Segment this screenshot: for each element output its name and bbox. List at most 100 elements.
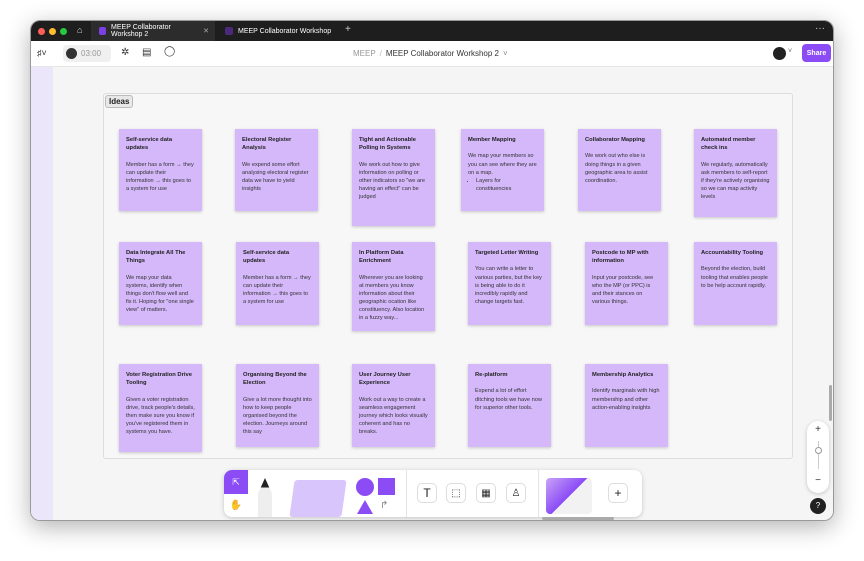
sticky-body: We expend some effort analysing electora… xyxy=(242,161,309,193)
timer-value: 03:00 xyxy=(81,49,102,58)
divider xyxy=(406,470,407,517)
templates-icon[interactable] xyxy=(546,478,592,514)
help-button[interactable]: ? xyxy=(810,498,826,514)
hand-tool[interactable]: ✋ xyxy=(229,500,243,511)
sticky-title: Postcode to MP with information xyxy=(592,250,649,265)
sticky-body: Expend a lot of effort ditching tools we… xyxy=(475,388,542,411)
sticky-title: Targeted Letter Writing xyxy=(475,250,539,256)
tab-label: MEEP Collaborator Workshop xyxy=(238,27,332,35)
sticky-body: Work out a way to create a seamless enga… xyxy=(359,396,428,436)
connector-icon: ↱ xyxy=(380,500,389,511)
sticky-note[interactable]: Automated member check ins We regularly, … xyxy=(694,129,777,217)
home-icon[interactable]: ⌂ xyxy=(77,25,83,35)
share-button[interactable]: Share xyxy=(802,44,831,62)
zoom-in-button[interactable]: + xyxy=(815,424,821,435)
tab-workshop[interactable]: MEEP Collaborator Workshop xyxy=(217,21,341,41)
breadcrumb-team[interactable]: MEEP xyxy=(353,49,376,58)
avatar[interactable] xyxy=(773,47,786,60)
breadcrumb: MEEP / MEEP Collaborator Workshop 2 ˅ xyxy=(353,49,508,58)
sticky-bullets: Layers for constituencies xyxy=(476,177,537,193)
sticky-title: User Journey User Experience xyxy=(359,372,411,387)
sticky-body: Wherever you are looking at members you … xyxy=(359,274,425,322)
sticky-body: Input your postcode, see who the MP (or … xyxy=(592,274,654,306)
sticky-body: Given a voter registration drive, track … xyxy=(126,396,195,436)
zoom-slider-handle[interactable] xyxy=(814,447,822,454)
square-shape-icon xyxy=(378,478,395,495)
sticky-body: Member has a form → they can update thei… xyxy=(126,161,194,193)
sticky-note[interactable]: Data Integrate All The Things We map your… xyxy=(119,242,202,325)
minimize-window-button[interactable] xyxy=(49,28,56,35)
chevron-down-icon[interactable]: ˅ xyxy=(503,49,508,58)
breadcrumb-separator: / xyxy=(379,49,382,58)
sticky-title: Membership Analytics xyxy=(592,372,654,378)
zoom-controls: + − xyxy=(807,421,829,493)
new-tab-button[interactable]: + xyxy=(345,24,351,35)
sticky-bullet: Layers for constituencies xyxy=(476,177,537,193)
chevron-down-icon[interactable]: ˅ xyxy=(788,48,793,55)
select-tool[interactable]: ⇱ xyxy=(224,470,248,494)
table-tool[interactable]: ▦ xyxy=(476,483,496,503)
figjam-file-icon xyxy=(225,27,233,35)
sticky-body: We regularly, automatically ask members … xyxy=(701,161,770,201)
figjam-file-icon xyxy=(99,27,107,35)
vertical-scrollbar[interactable] xyxy=(829,385,832,421)
more-icon[interactable]: ··· xyxy=(815,23,825,34)
sticky-title: Organising Beyond the Election xyxy=(243,372,307,387)
maximize-window-button[interactable] xyxy=(60,28,67,35)
sticky-body: We map your members so you can see where… xyxy=(468,153,537,176)
tab-label: MEEP Collaborator Workshop 2 xyxy=(111,24,171,38)
timer-button[interactable]: 03:00 xyxy=(63,45,111,62)
pen-tool[interactable] xyxy=(258,478,272,517)
tab-workshop-2[interactable]: MEEP Collaborator Workshop 2 ✕ xyxy=(91,21,215,41)
sticky-title: Member Mapping xyxy=(468,137,516,143)
main-menu-icon[interactable]: ♯˅ xyxy=(37,48,47,58)
stamp-tool[interactable]: ♙ xyxy=(506,483,526,503)
sticky-body: Member has a form → they can update thei… xyxy=(243,274,311,306)
sticky-title: Self-service data updates xyxy=(243,250,290,265)
sticky-body: You can write a letter to various partie… xyxy=(475,266,542,305)
close-window-button[interactable] xyxy=(38,28,45,35)
sticky-title: Tight and Actionable Polling in Systems xyxy=(359,137,417,152)
sticky-title: Automated member check ins xyxy=(701,137,756,152)
file-title[interactable]: MEEP Collaborator Workshop 2 xyxy=(385,49,499,58)
shapes-tool[interactable]: ↱ xyxy=(354,476,399,516)
divider xyxy=(538,470,539,517)
sticky-title: Collaborator Mapping xyxy=(585,137,645,143)
section-label[interactable]: Ideas xyxy=(105,95,134,108)
zoom-slider[interactable] xyxy=(814,441,822,469)
timer-icon xyxy=(66,48,77,59)
ideas-section[interactable] xyxy=(103,93,793,459)
sticky-title: Data Integrate All The Things xyxy=(126,250,186,265)
zoom-out-button[interactable]: − xyxy=(815,475,821,486)
toolbar: ♯˅ 03:00 ✲ ▤ ◯ MEEP / MEEP Collaborator … xyxy=(31,41,833,67)
sticky-title: Accountability Tooling xyxy=(701,250,764,256)
comment-icon[interactable]: ◯ xyxy=(164,46,176,57)
sticky-body: We map your data systems, identify when … xyxy=(126,274,194,314)
layout-icon[interactable]: ▤ xyxy=(142,47,152,58)
sticky-note-tool[interactable] xyxy=(289,480,347,517)
close-tab-icon[interactable]: ✕ xyxy=(203,28,209,35)
sticky-note[interactable]: Member Mapping We map your members so you… xyxy=(461,129,544,211)
section-tool[interactable]: ⬚ xyxy=(446,483,466,503)
sticky-body: Beyond the election, build tooling that … xyxy=(701,266,768,289)
ai-sparkle-icon[interactable]: ✲ xyxy=(121,47,130,58)
horizontal-scrollbar[interactable] xyxy=(542,517,614,520)
sticky-title: Voter Registration Drive Tooling xyxy=(126,372,192,387)
text-tool[interactable]: T xyxy=(417,483,437,503)
more-tools-button[interactable]: + xyxy=(608,483,628,503)
